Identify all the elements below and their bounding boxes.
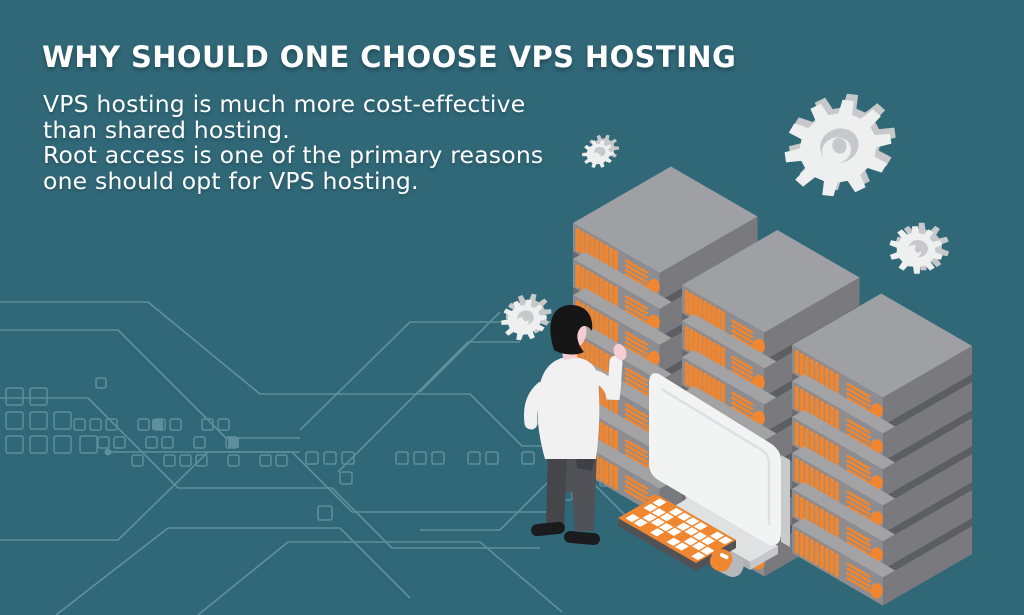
keyboard xyxy=(618,495,736,571)
description-line: one should opt for VPS hosting. xyxy=(43,166,419,195)
gear-icon-large xyxy=(784,93,896,197)
page-title: WHY SHOULD ONE CHOOSE VPS HOSTING xyxy=(42,40,737,74)
server-stack-right xyxy=(792,293,973,606)
person-illustration xyxy=(524,305,627,546)
description-line: Root access is one of the primary reason… xyxy=(43,141,544,169)
gear-icon-tiny xyxy=(582,134,620,168)
description-line: VPS hosting is much more cost-effective xyxy=(43,90,526,118)
description-text: VPS hosting is much more cost-effective … xyxy=(43,90,544,195)
description-line: than shared hosting. xyxy=(43,115,290,144)
gear-icon-small xyxy=(889,222,950,274)
mouse xyxy=(709,548,744,577)
gear-icon-left xyxy=(501,293,552,341)
